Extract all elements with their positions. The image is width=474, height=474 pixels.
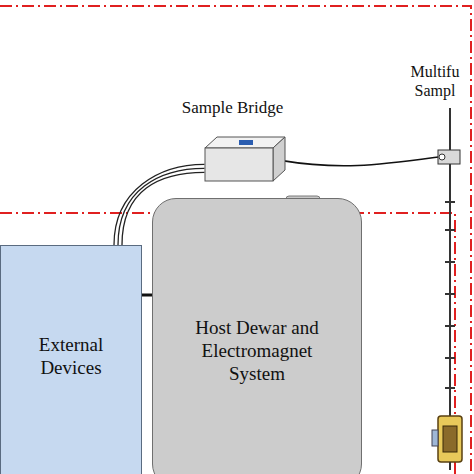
rod-tip	[449, 462, 451, 470]
sample-rod-art	[398, 62, 472, 474]
rod-port	[439, 154, 445, 160]
bridge-top	[205, 137, 285, 148]
sample-coil	[432, 430, 438, 446]
host-dewar-box: Host Dewar and Electromagnet System	[152, 198, 362, 474]
node-label: Host Dewar and Electromagnet System	[182, 317, 332, 385]
rod-spacer	[445, 387, 455, 389]
rod-spacer	[445, 261, 455, 263]
cable-line	[142, 294, 152, 297]
node-label: External Devices	[16, 334, 126, 380]
bridge-side	[273, 137, 285, 181]
rod-fitting	[438, 150, 460, 164]
node-label: Multifu Sampl	[404, 62, 466, 100]
sample-bridge-art	[203, 134, 287, 184]
node-label: Sample Bridge	[175, 98, 290, 118]
external-devices-box: External Devices	[0, 245, 142, 474]
rod-spacer	[445, 293, 455, 295]
rod-spacer	[445, 201, 455, 203]
sample-holder	[438, 416, 462, 462]
rod-spacer	[445, 357, 455, 359]
rod-spacer	[445, 229, 455, 231]
cable-line	[281, 157, 439, 166]
bridge-display	[239, 140, 253, 145]
rod-spacer	[445, 325, 455, 327]
cable-connector	[281, 157, 439, 166]
bridge-front	[205, 148, 273, 181]
cable-connector	[142, 295, 152, 296]
sample-bridge: Sample Bridge	[175, 98, 290, 188]
sample-core	[443, 426, 457, 452]
sample-rod: Multifu Sampl	[398, 62, 472, 474]
